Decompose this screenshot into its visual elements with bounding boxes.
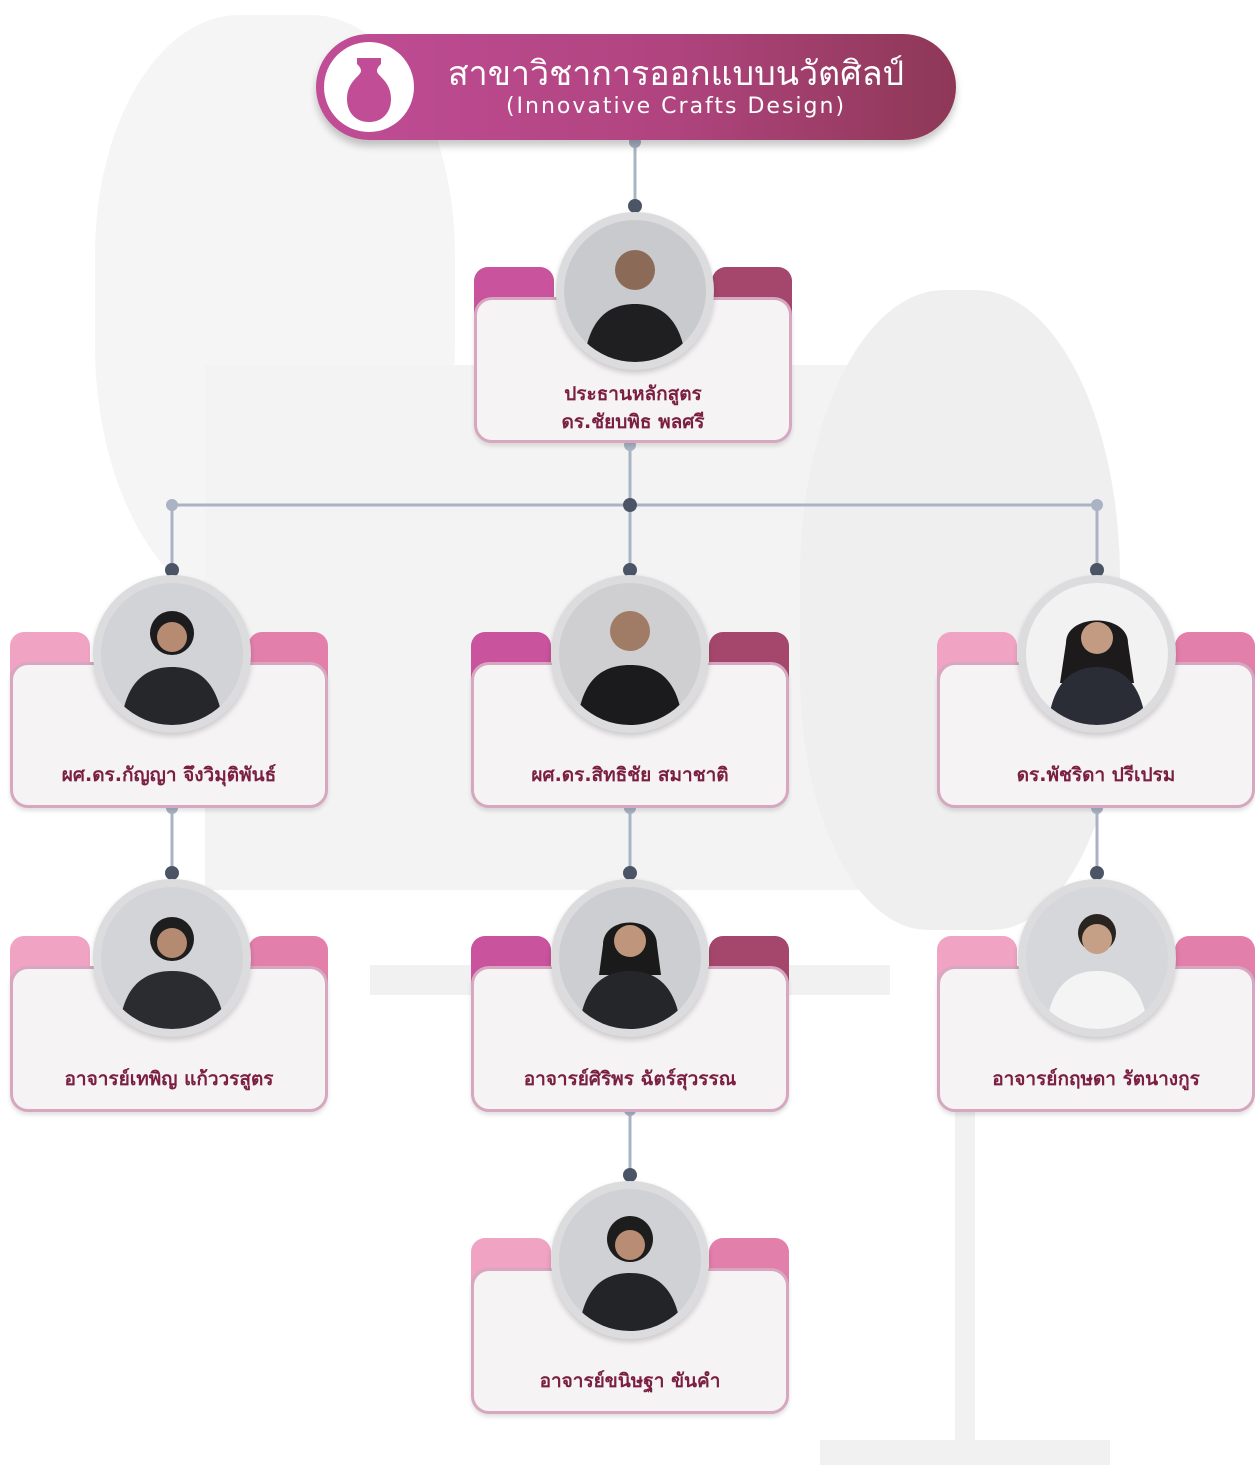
member-name: ผศ.ดร.สิทธิชัย สมาชาติ bbox=[531, 764, 729, 786]
chair-name: ดร.ชัยบพิธ พลศรี bbox=[561, 411, 705, 433]
member-avatar bbox=[93, 879, 251, 1037]
member-card: ผศ.ดร.กัญญา จึงวิมุติพันธ์ bbox=[10, 632, 328, 808]
member-card: อาจารย์กฤษดา รัตนางกูร bbox=[937, 936, 1255, 1112]
chair-role: ประธานหลักสูตร bbox=[564, 383, 702, 405]
member-avatar bbox=[1018, 575, 1176, 733]
member-name: อาจารย์เทพิญ แก้ววรสูตร bbox=[64, 1068, 274, 1090]
program-subtitle: (Innovative Crafts Design) bbox=[505, 94, 847, 119]
member-name: ดร.พัชริดา ปรีเปรม bbox=[1016, 764, 1176, 786]
member-name: อาจารย์กฤษดา รัตนางกูร bbox=[992, 1068, 1200, 1090]
vase-icon bbox=[324, 42, 414, 132]
member-card: อาจารย์เทพิญ แก้ววรสูตร bbox=[10, 936, 328, 1112]
member-avatar bbox=[551, 1181, 709, 1339]
member-avatar bbox=[551, 879, 709, 1037]
program-header: สาขาวิชาการออกแบบนวัตศิลป์ (Innovative C… bbox=[316, 34, 956, 140]
background-stand-shape bbox=[955, 1100, 975, 1460]
member-name: ผศ.ดร.กัญญา จึงวิมุติพันธ์ bbox=[61, 764, 277, 786]
member-avatar bbox=[551, 575, 709, 733]
chair-avatar bbox=[556, 212, 714, 370]
background-stand-base-shape bbox=[820, 1440, 1110, 1465]
member-name: อาจารย์ขนิษฐา ขันคำ bbox=[539, 1370, 721, 1392]
member-avatar bbox=[1018, 879, 1176, 1037]
member-name: อาจารย์ศิริพร ฉัตร์สุวรรณ bbox=[523, 1068, 737, 1090]
member-avatar bbox=[93, 575, 251, 733]
program-title: สาขาวิชาการออกแบบนวัตศิลป์ bbox=[447, 54, 905, 94]
member-card: อาจารย์ขนิษฐา ขันคำ bbox=[471, 1238, 789, 1414]
